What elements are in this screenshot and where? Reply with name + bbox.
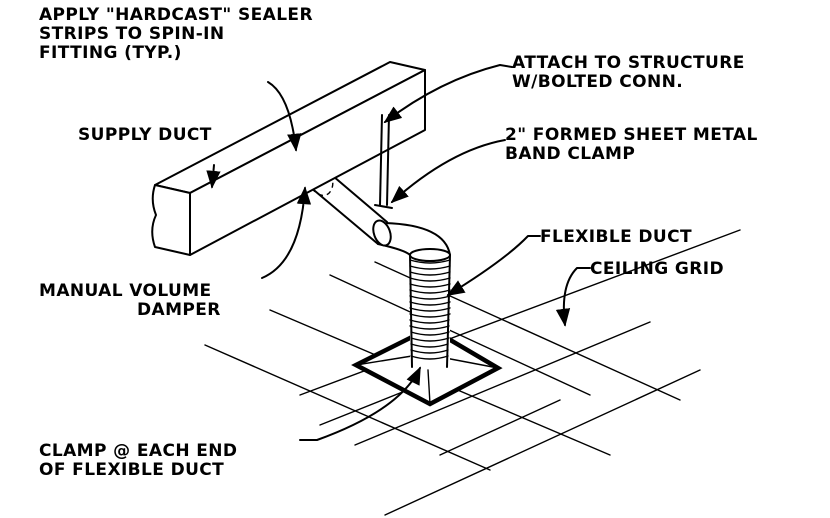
damper-label-line1: MANUAL VOLUME (39, 281, 212, 301)
band-clamp-label-line1: 2" FORMED SHEET METAL (505, 125, 758, 145)
attach-label-line2: W/BOLTED CONN. (512, 72, 683, 92)
hanger-strap (374, 114, 393, 209)
flexible-duct (409, 254, 451, 368)
supply-duct-body (151, 61, 426, 256)
leader-lines (206, 64, 591, 441)
duct-elbow (377, 222, 451, 262)
hardcast-label-line3: FITTING (TYP.) (39, 43, 182, 63)
hardcast-label-line1: APPLY "HARDCAST" SEALER (39, 5, 313, 25)
flexible-duct-label: FLEXIBLE DUCT (540, 227, 692, 247)
clamp-label-line2: OF FLEXIBLE DUCT (39, 460, 224, 480)
hardcast-label-line2: STRIPS TO SPIN-IN (39, 24, 225, 44)
attach-label-line1: ATTACH TO STRUCTURE (512, 53, 745, 73)
clamp-label-line1: CLAMP @ EACH END (39, 441, 237, 461)
damper-label-line2: DAMPER (137, 300, 221, 320)
band-clamp-label-line2: BAND CLAMP (505, 144, 635, 164)
supply-duct-label: SUPPLY DUCT (78, 125, 212, 145)
ceiling-grid-label: CEILING GRID (590, 259, 724, 279)
